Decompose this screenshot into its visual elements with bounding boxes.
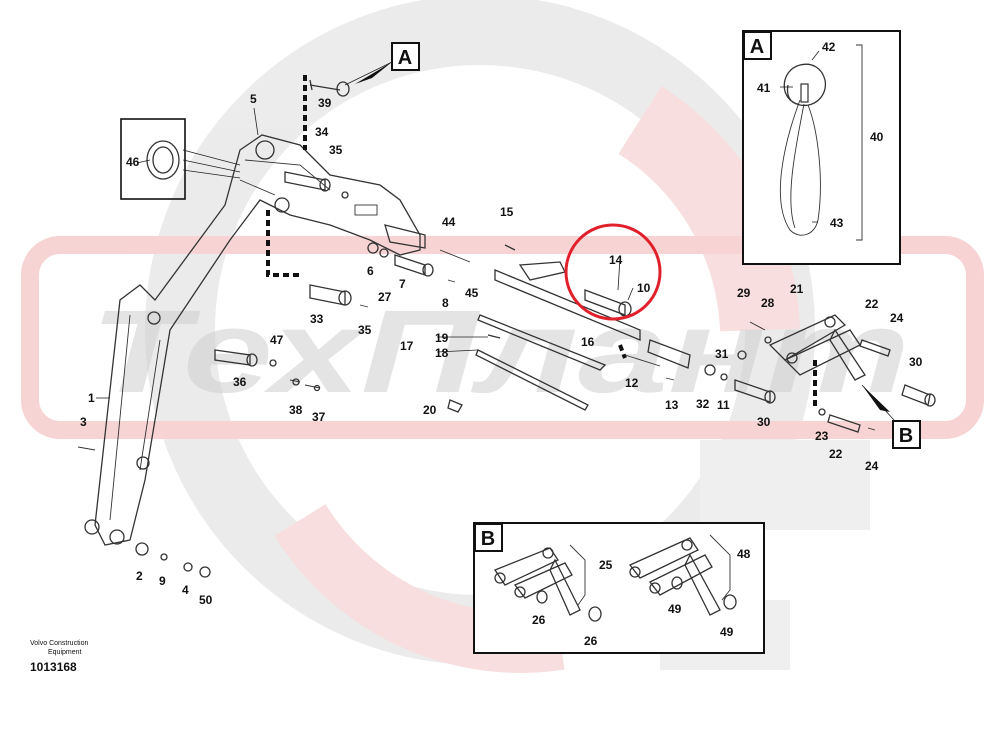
label-8: 8 xyxy=(442,296,449,310)
credit-line-1: Volvo Construction xyxy=(30,640,89,647)
label-12: 12 xyxy=(625,376,639,390)
label-49a: 49 xyxy=(668,602,682,616)
part-number-labels: 1 2 3 4 5 6 7 8 9 10 11 12 13 14 15 16 1… xyxy=(80,40,923,648)
label-10: 10 xyxy=(637,281,651,295)
watermark-text: ТехПлант xyxy=(90,286,910,418)
label-22a: 22 xyxy=(865,297,879,311)
label-50: 50 xyxy=(199,593,213,607)
label-7: 7 xyxy=(399,277,406,291)
diagram-code: 1013168 xyxy=(30,660,77,674)
label-48: 48 xyxy=(737,547,751,561)
label-28: 28 xyxy=(761,296,775,310)
detail-box-b: B xyxy=(473,522,765,654)
label-24b: 24 xyxy=(865,459,879,473)
label-36: 36 xyxy=(233,375,247,389)
label-31: 31 xyxy=(715,347,729,361)
label-40: 40 xyxy=(870,130,884,144)
flag-b-letter: B xyxy=(899,425,913,447)
label-26b: 26 xyxy=(584,634,598,648)
label-16: 16 xyxy=(581,335,595,349)
label-38: 38 xyxy=(289,403,303,417)
label-30b: 30 xyxy=(757,415,771,429)
label-5: 5 xyxy=(250,92,257,106)
detail-box-a-letter: A xyxy=(750,36,764,58)
label-34: 34 xyxy=(315,125,329,139)
label-2: 2 xyxy=(136,569,143,583)
label-19: 19 xyxy=(435,331,449,345)
highlight-circle xyxy=(564,223,662,321)
label-25: 25 xyxy=(599,558,613,572)
label-42: 42 xyxy=(822,40,836,54)
label-46: 46 xyxy=(126,155,140,169)
label-17: 17 xyxy=(400,339,414,353)
label-13: 13 xyxy=(665,398,679,412)
label-3: 3 xyxy=(80,415,87,429)
linkage-group xyxy=(704,314,936,433)
label-11: 11 xyxy=(717,398,730,412)
label-45: 45 xyxy=(465,286,479,300)
label-29: 29 xyxy=(737,286,751,300)
label-23: 23 xyxy=(815,429,829,443)
dipper-arm xyxy=(84,134,426,546)
label-30a: 30 xyxy=(909,355,923,369)
callout-flag-a: A xyxy=(344,42,420,86)
label-41: 41 xyxy=(757,81,771,95)
label-21: 21 xyxy=(790,282,804,296)
label-14: 14 xyxy=(609,253,623,267)
label-35a: 35 xyxy=(329,143,343,157)
label-6: 6 xyxy=(367,264,374,278)
label-39: 39 xyxy=(318,96,332,110)
label-9: 9 xyxy=(159,574,166,588)
label-43: 43 xyxy=(830,216,844,230)
pins-and-bushings xyxy=(77,79,471,578)
label-1: 1 xyxy=(88,391,95,405)
assembly-line-10 xyxy=(618,344,627,359)
label-49b: 49 xyxy=(720,625,734,639)
credit-line-2: Equipment xyxy=(48,649,82,656)
label-35b: 35 xyxy=(358,323,372,337)
assembly-line-33 xyxy=(266,210,300,277)
leader-lines xyxy=(96,50,820,399)
label-44: 44 xyxy=(442,215,456,229)
seal-detail-box xyxy=(120,118,241,200)
label-32: 32 xyxy=(696,397,710,411)
detail-box-b-letter: B xyxy=(481,528,495,550)
label-24a: 24 xyxy=(890,311,904,325)
flag-a-letter: A xyxy=(398,47,412,69)
label-37: 37 xyxy=(312,410,326,424)
detail-box-a: A xyxy=(742,30,901,265)
label-26a: 26 xyxy=(532,613,546,627)
label-18: 18 xyxy=(435,346,449,360)
label-47: 47 xyxy=(270,333,284,347)
label-20: 20 xyxy=(423,403,437,417)
label-27: 27 xyxy=(378,290,392,304)
callout-flag-b: B xyxy=(861,384,921,449)
publisher-credit: Volvo Construction Equipment xyxy=(30,639,88,657)
label-22b: 22 xyxy=(829,447,843,461)
label-4: 4 xyxy=(182,583,189,597)
label-33: 33 xyxy=(310,312,324,326)
label-15: 15 xyxy=(500,205,514,219)
guide-rails xyxy=(447,244,691,413)
